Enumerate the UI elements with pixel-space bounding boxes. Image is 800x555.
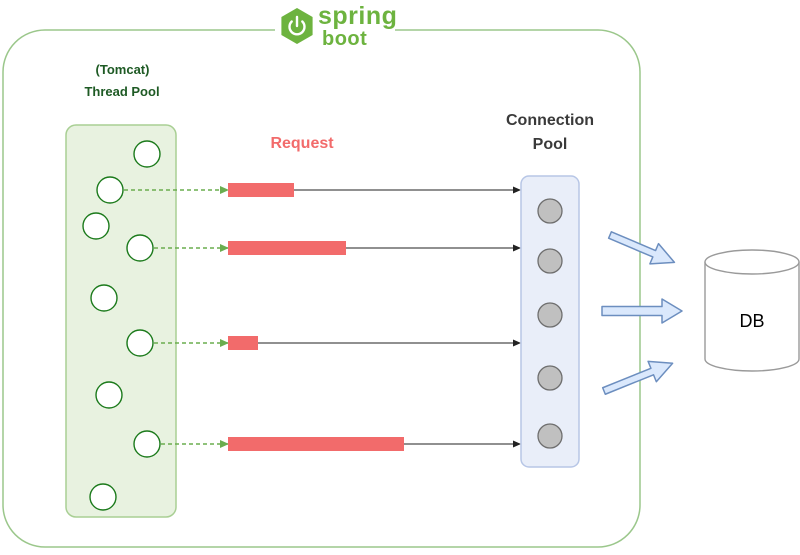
thread-pool-label-line2: Thread Pool	[84, 84, 160, 99]
thread-circle	[126, 234, 154, 262]
request-bar	[228, 241, 346, 255]
request-bar	[228, 183, 294, 197]
thread-circle	[90, 284, 118, 312]
thread-circle	[96, 176, 124, 204]
connection-circle	[537, 302, 563, 328]
thread-circle	[133, 430, 161, 458]
thread-circle	[95, 381, 123, 409]
request-bar	[228, 437, 404, 451]
db-flow-arrow	[607, 231, 676, 265]
connection-circle	[537, 423, 563, 449]
thread-circle	[126, 329, 154, 357]
database-cylinder	[704, 249, 800, 372]
thread-circle	[89, 483, 117, 511]
request-bar	[228, 336, 258, 350]
power-icon	[281, 8, 313, 44]
connection-circle	[537, 365, 563, 391]
logo-boot-text: boot	[322, 28, 368, 50]
connection-circle	[537, 248, 563, 274]
logo-spring-text: spring	[318, 2, 398, 30]
connection-circle	[537, 198, 563, 224]
db-flow-arrow	[601, 360, 674, 395]
db-label: DB	[739, 311, 765, 331]
connection-pool-label-line2: Pool	[532, 136, 568, 153]
connection-pool-label-line1: Connection	[506, 112, 594, 129]
db-flow-arrow	[601, 298, 683, 324]
thread-pool-label-line1: (Tomcat)	[95, 62, 150, 77]
request-label: Request	[270, 135, 334, 152]
thread-circle	[133, 140, 161, 168]
thread-circle	[82, 212, 110, 240]
